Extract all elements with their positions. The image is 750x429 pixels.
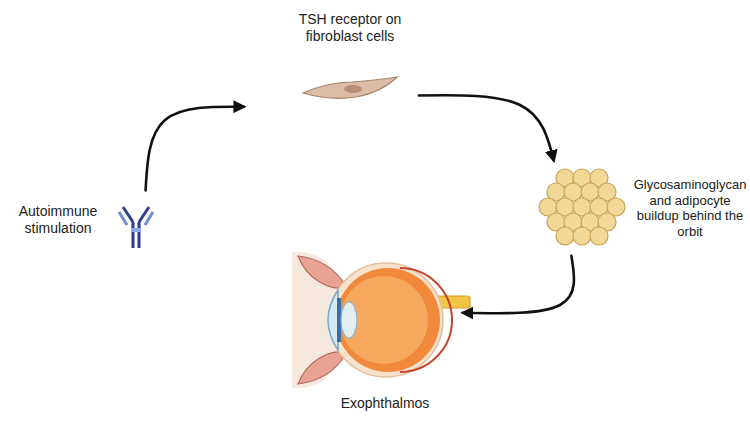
adipocyte [590, 227, 608, 245]
antibody-hinge [131, 228, 141, 232]
eye-node: Exophthalmos [290, 255, 455, 385]
antibody-stem [138, 222, 141, 248]
eyeball [336, 268, 440, 372]
retina [400, 268, 452, 372]
antibody-stem [132, 222, 135, 248]
adipocyte [573, 227, 591, 245]
antibody-node: Autoimmune stimulation [120, 200, 152, 250]
sclera [329, 263, 443, 377]
eye-illustration [292, 252, 470, 388]
flow-arrow [463, 256, 574, 314]
lower-eyelid [298, 352, 346, 384]
upper-eyelid [298, 256, 346, 288]
adipocyte-cluster [539, 169, 625, 245]
fibroblast-cell [303, 77, 397, 98]
flow-arrow [419, 95, 554, 160]
fibroblast-icon [303, 77, 397, 98]
node-label: Autoimmune stimulation [2, 203, 114, 237]
cornea [328, 290, 338, 350]
node-label: Exophthalmos [290, 395, 480, 412]
connector-layer [146, 95, 574, 313]
node-label: TSH receptor on fibroblast cells [285, 11, 415, 45]
lens [341, 302, 357, 338]
adipocyte [556, 227, 574, 245]
antibody-arm [145, 212, 153, 225]
vitreous [340, 276, 428, 364]
fibroblast-node: TSH receptor on fibroblast cells [303, 77, 397, 101]
flow-arrow [146, 107, 244, 191]
adipocyte-node: Glycosaminoglycan and adipocyte buildup … [545, 169, 620, 246]
antibody-icon [119, 207, 153, 248]
fibroblast-nucleus [344, 85, 362, 93]
antibody-arm [119, 212, 127, 225]
node-label: Glycosaminoglycan and adipocyte buildup … [630, 177, 750, 239]
